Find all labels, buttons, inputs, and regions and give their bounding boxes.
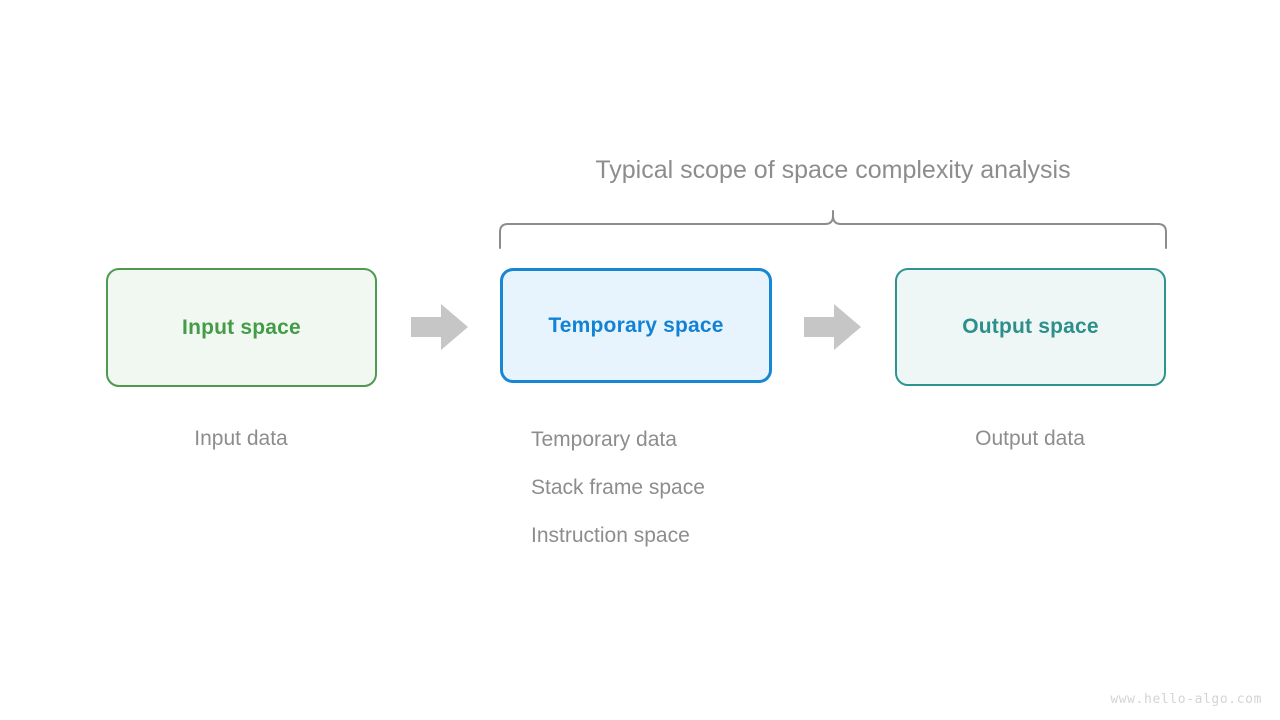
box-output-space[interactable]: Output space xyxy=(895,268,1166,386)
box-input-space[interactable]: Input space xyxy=(106,268,377,387)
box-output-space-label: Output space xyxy=(962,315,1099,338)
caption-output-data: Output data xyxy=(975,427,1085,450)
box-input-space-label: Input space xyxy=(182,315,301,339)
caption-temporary-data: Temporary data xyxy=(531,428,677,451)
arrow-input-to-temporary-icon xyxy=(411,304,468,350)
caption-list-temporary: Temporary data Stack frame space Instruc… xyxy=(531,427,705,571)
box-temporary-space[interactable]: Temporary space xyxy=(500,268,772,383)
caption-stack-frame-space: Stack frame space xyxy=(531,476,705,499)
caption-instruction-space: Instruction space xyxy=(531,524,690,547)
scope-annotation-title: Typical scope of space complexity analys… xyxy=(595,156,1071,184)
watermark-url: www.hello-algo.com xyxy=(1110,692,1262,707)
arrow-temporary-to-output-icon xyxy=(804,304,861,350)
caption-input-data: Input data xyxy=(194,427,288,450)
scope-brace-icon xyxy=(499,210,1167,249)
box-temporary-space-label: Temporary space xyxy=(548,313,724,337)
